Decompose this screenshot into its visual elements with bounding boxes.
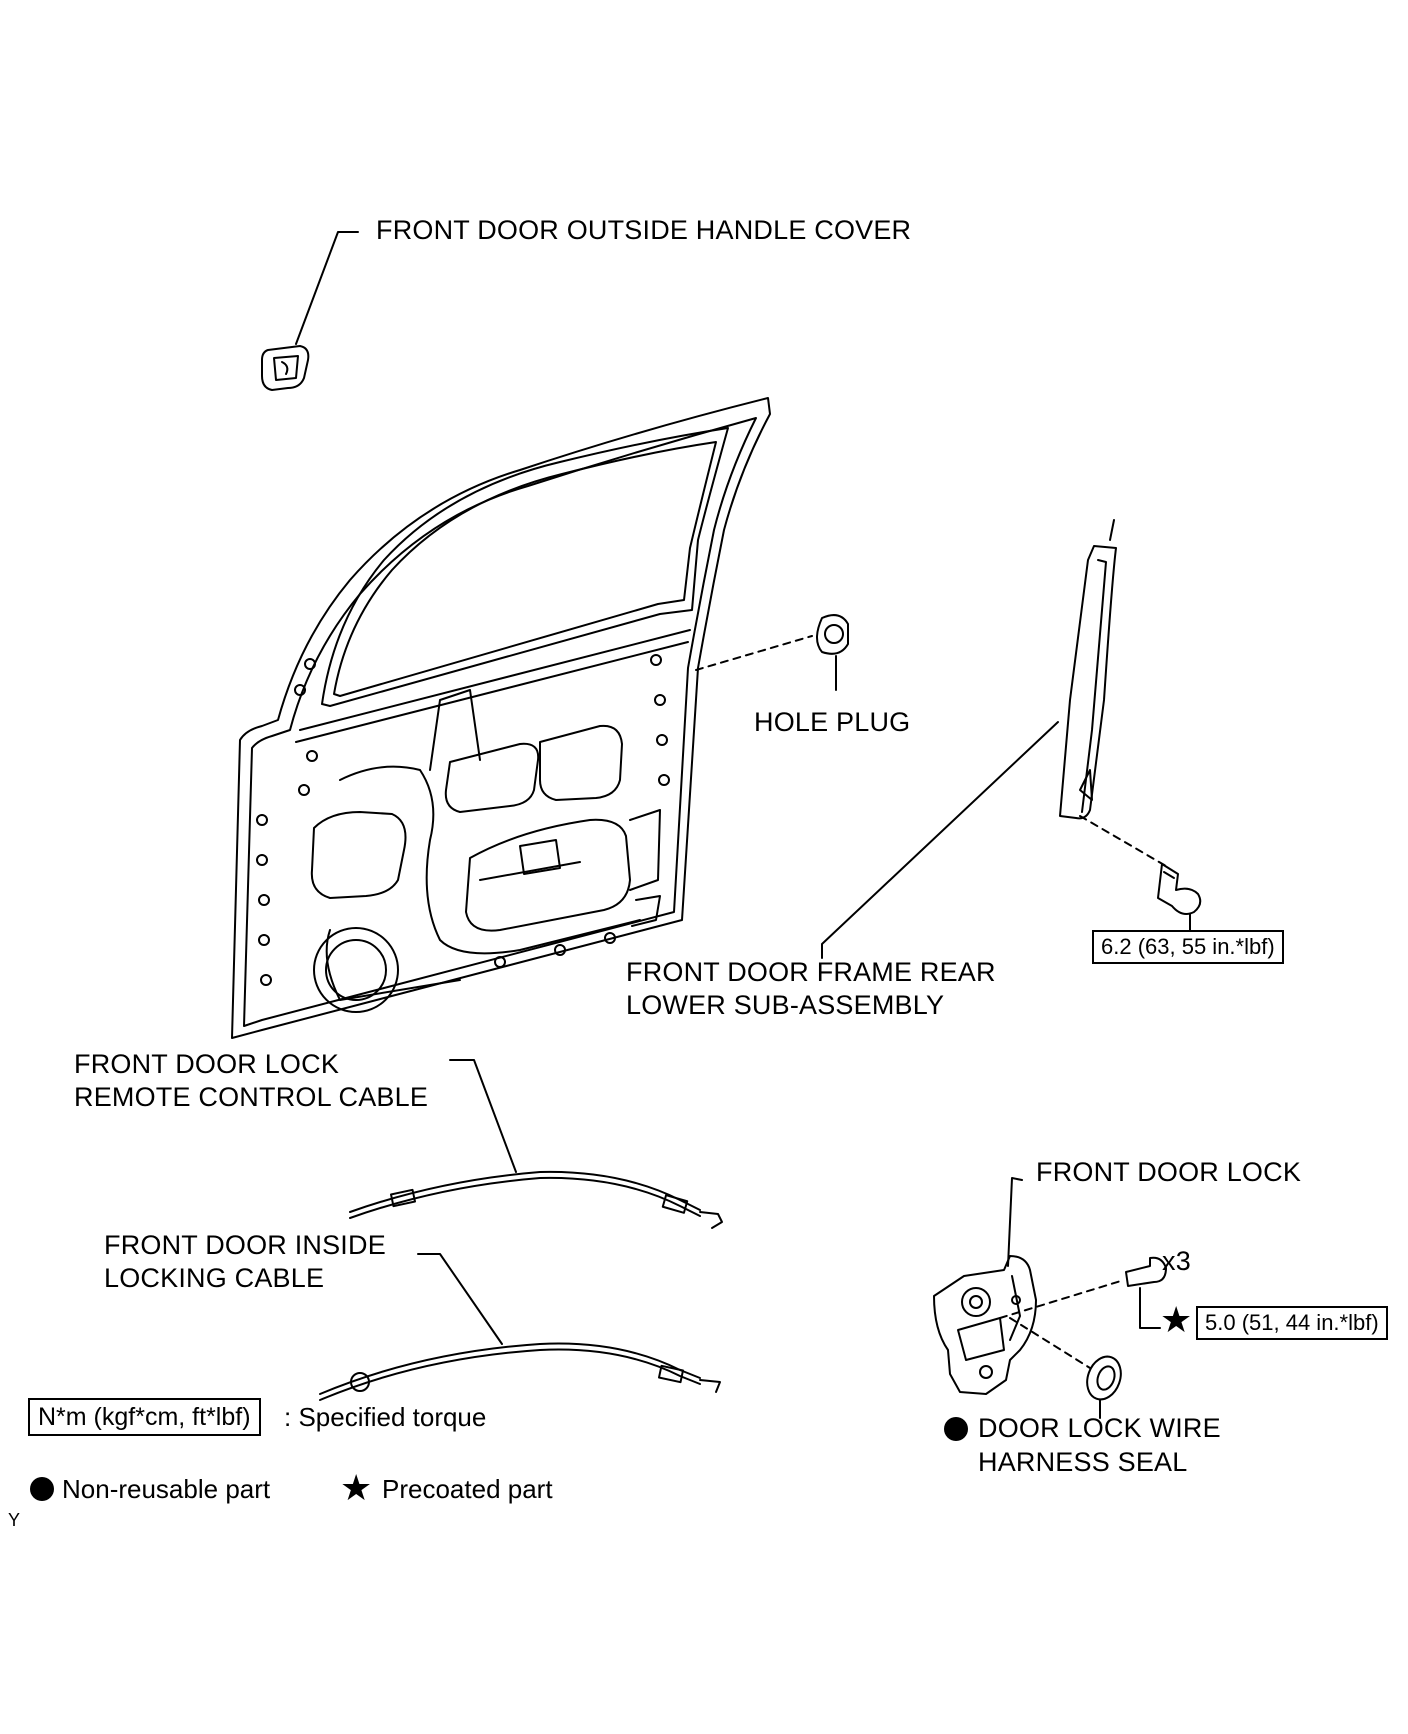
seal-label-line1: DOOR LOCK WIRE	[978, 1413, 1221, 1443]
inside-locking-cable-leader	[417, 1253, 503, 1345]
frame-rear-label-line2: LOWER SUB-ASSEMBLY	[626, 990, 945, 1020]
seal-label-line2: HARNESS SEAL	[978, 1447, 1188, 1477]
legend-torque-unit: N*m (kgf*cm, ft*lbf)	[28, 1398, 261, 1436]
quantity-label: x3	[1162, 1246, 1191, 1276]
legend-non-reusable-icon	[30, 1477, 54, 1501]
lock-screw-leader	[1139, 1287, 1161, 1329]
frame-bolt-torque: 6.2 (63, 55 in.*lbf)	[1092, 930, 1284, 964]
door-lock-label: FRONT DOOR LOCK	[1036, 1157, 1302, 1187]
remote-cable-label-line2: REMOTE CONTROL CABLE	[74, 1082, 429, 1112]
hole-plug-label: HOLE PLUG	[754, 707, 911, 737]
legend-precoated-label: Precoated part	[382, 1474, 553, 1504]
frame-rear-label-line1: FRONT DOOR FRAME REAR	[626, 957, 996, 987]
handle-cover-leader	[295, 231, 359, 345]
hole-plug-dashed-line	[695, 635, 813, 671]
lock-screw-part	[1125, 1256, 1167, 1287]
frame-rear-lower-part	[1059, 519, 1117, 820]
remote-cable-label-line1: FRONT DOOR LOCK	[74, 1049, 340, 1079]
handle-cover-part	[261, 345, 310, 391]
legend-precoated-icon: ★	[340, 1467, 373, 1508]
handle-cover-label: FRONT DOOR OUTSIDE HANDLE COVER	[376, 215, 912, 245]
hole-plug-part	[816, 614, 849, 655]
front-door-lock-part	[933, 1255, 1037, 1395]
corner-mark: Y	[8, 1510, 21, 1530]
legend-non-reusable-label: Non-reusable part	[62, 1474, 271, 1504]
inside-locking-cable-part	[319, 1342, 721, 1401]
lock-seal-dashed-line	[1009, 1317, 1091, 1369]
frame-leader	[821, 721, 1059, 959]
harness-seal-part	[1086, 1355, 1122, 1401]
inside-cable-label-line2: LOCKING CABLE	[104, 1263, 325, 1293]
legend-torque-desc: : Specified torque	[284, 1402, 487, 1432]
frame-dashed-line	[1079, 815, 1167, 867]
remote-control-cable-leader	[449, 1059, 517, 1173]
front-door-panel	[231, 397, 771, 1039]
lock-screw-torque: 5.0 (51, 44 in.*lbf)	[1196, 1306, 1388, 1340]
lock-screw-precoated-icon: ★	[1160, 1299, 1193, 1340]
inside-cable-label-line1: FRONT DOOR INSIDE	[104, 1230, 386, 1260]
lock-screw-dashed-line	[999, 1279, 1125, 1319]
seal-non-reusable-icon	[944, 1417, 968, 1441]
door-lock-leader	[1007, 1177, 1023, 1267]
frame-bolt-part	[1157, 863, 1202, 915]
remote-control-cable-part	[349, 1170, 723, 1229]
